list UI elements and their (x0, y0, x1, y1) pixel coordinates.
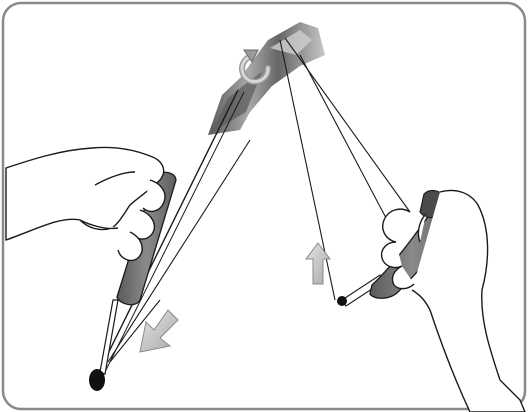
illustration-panel (0, 0, 528, 412)
instruction-illustration (0, 0, 528, 412)
